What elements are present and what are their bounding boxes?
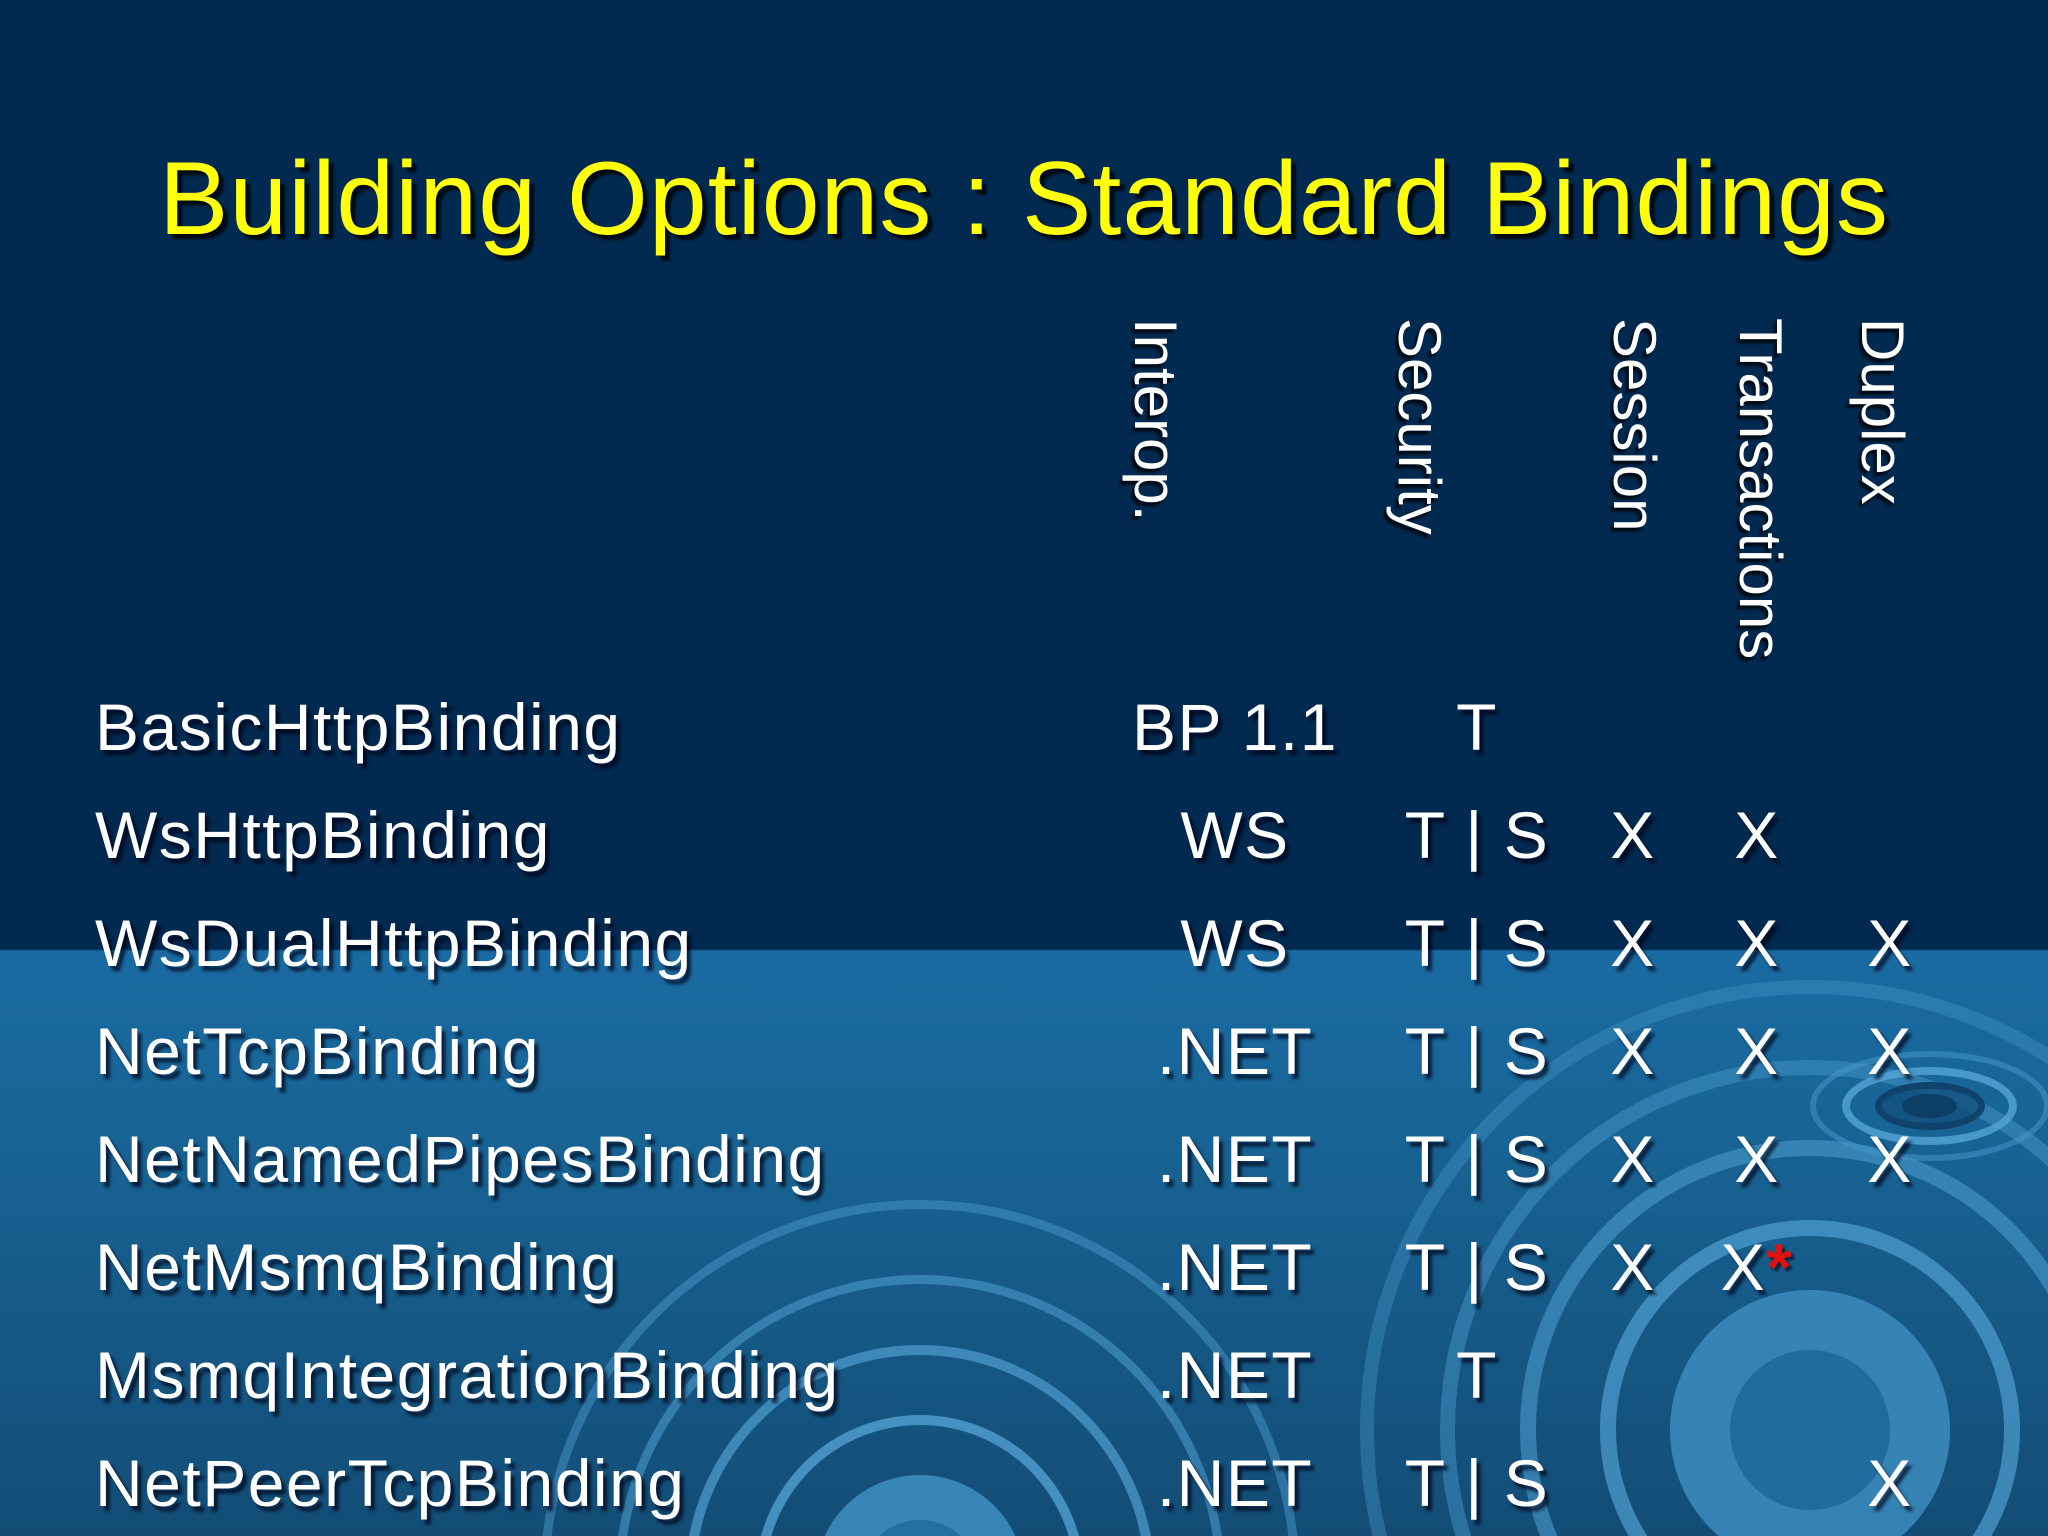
session-cell: X <box>1610 906 1656 980</box>
session-cell: X <box>1610 1230 1656 1304</box>
slide-title: Building Options : Standard Bindings <box>159 141 1889 257</box>
security-cell: T | S <box>1404 1230 1550 1304</box>
transactions-cell: X <box>1682 997 1832 1105</box>
security-cell: T | S <box>1404 1014 1550 1088</box>
session-cell: X <box>1610 798 1656 872</box>
column-header-security: Security <box>1386 318 1453 535</box>
binding-name-cell: WsHttpBinding <box>95 798 552 872</box>
duplex-cell: X <box>1867 1122 1913 1196</box>
column-header-session: Session <box>1601 318 1668 532</box>
duplex-cell: X <box>1867 1014 1913 1088</box>
transactions-value: X <box>1734 1122 1780 1196</box>
table-row: NetTcpBinding .NET T | S X X X <box>0 997 2048 1105</box>
footnote-asterisk: * <box>1766 1230 1794 1304</box>
security-cell: T | S <box>1404 1122 1550 1196</box>
transactions-value: X <box>1720 1230 1767 1304</box>
binding-name-cell: NetNamedPipesBinding <box>95 1122 826 1196</box>
binding-name-cell: BasicHttpBinding <box>95 690 622 764</box>
interop-cell: .NET <box>1156 1230 1314 1304</box>
binding-name-cell: WsDualHttpBinding <box>95 906 693 980</box>
transactions-value: X <box>1734 798 1780 872</box>
transactions-cell: X <box>1682 889 1832 997</box>
session-cell: X <box>1610 1122 1656 1196</box>
security-cell: T <box>1456 1338 1498 1412</box>
interop-cell: .NET <box>1156 1446 1314 1520</box>
binding-name-cell: NetTcpBinding <box>95 1014 541 1088</box>
table-row: BasicHttpBinding BP 1.1 T <box>0 673 2048 781</box>
table-row: WsHttpBinding WS T | S X X <box>0 781 2048 889</box>
interop-cell: .NET <box>1156 1122 1314 1196</box>
duplex-cell: X <box>1867 1446 1913 1520</box>
binding-name-cell: NetPeerTcpBinding <box>95 1446 686 1520</box>
table-row: WsDualHttpBinding WS T | S X X X <box>0 889 2048 997</box>
table-row: NetPeerTcpBinding .NET T | S X <box>0 1429 2048 1536</box>
transactions-value: X <box>1734 906 1780 980</box>
table-row: NetNamedPipesBinding .NET T | S X X X <box>0 1105 2048 1213</box>
interop-cell: WS <box>1180 906 1290 980</box>
security-cell: T | S <box>1404 798 1550 872</box>
session-cell: X <box>1610 1014 1656 1088</box>
transactions-cell: X* <box>1682 1213 1832 1321</box>
interop-cell: BP 1.1 <box>1132 690 1338 764</box>
column-header-duplex: Duplex <box>1849 318 1916 505</box>
transactions-value: X <box>1734 1014 1780 1088</box>
column-header-interop: Interop. <box>1122 318 1189 522</box>
interop-cell: .NET <box>1156 1338 1314 1412</box>
table-row: NetMsmqBinding .NET T | S X X* <box>0 1213 2048 1321</box>
interop-cell: WS <box>1180 798 1290 872</box>
transactions-cell: X <box>1682 1105 1832 1213</box>
table-row: MsmqIntegrationBinding .NET T <box>0 1321 2048 1429</box>
interop-cell: .NET <box>1156 1014 1314 1088</box>
transactions-cell: X <box>1682 781 1832 889</box>
security-cell: T <box>1456 690 1498 764</box>
column-header-transactions: Transactions <box>1727 318 1794 660</box>
security-cell: T | S <box>1404 906 1550 980</box>
security-cell: T | S <box>1404 1446 1550 1520</box>
binding-name-cell: MsmqIntegrationBinding <box>95 1338 840 1412</box>
binding-name-cell: NetMsmqBinding <box>95 1230 619 1304</box>
duplex-cell: X <box>1867 906 1913 980</box>
bindings-table: BasicHttpBinding BP 1.1 T WsHttpBinding … <box>0 673 2048 1536</box>
